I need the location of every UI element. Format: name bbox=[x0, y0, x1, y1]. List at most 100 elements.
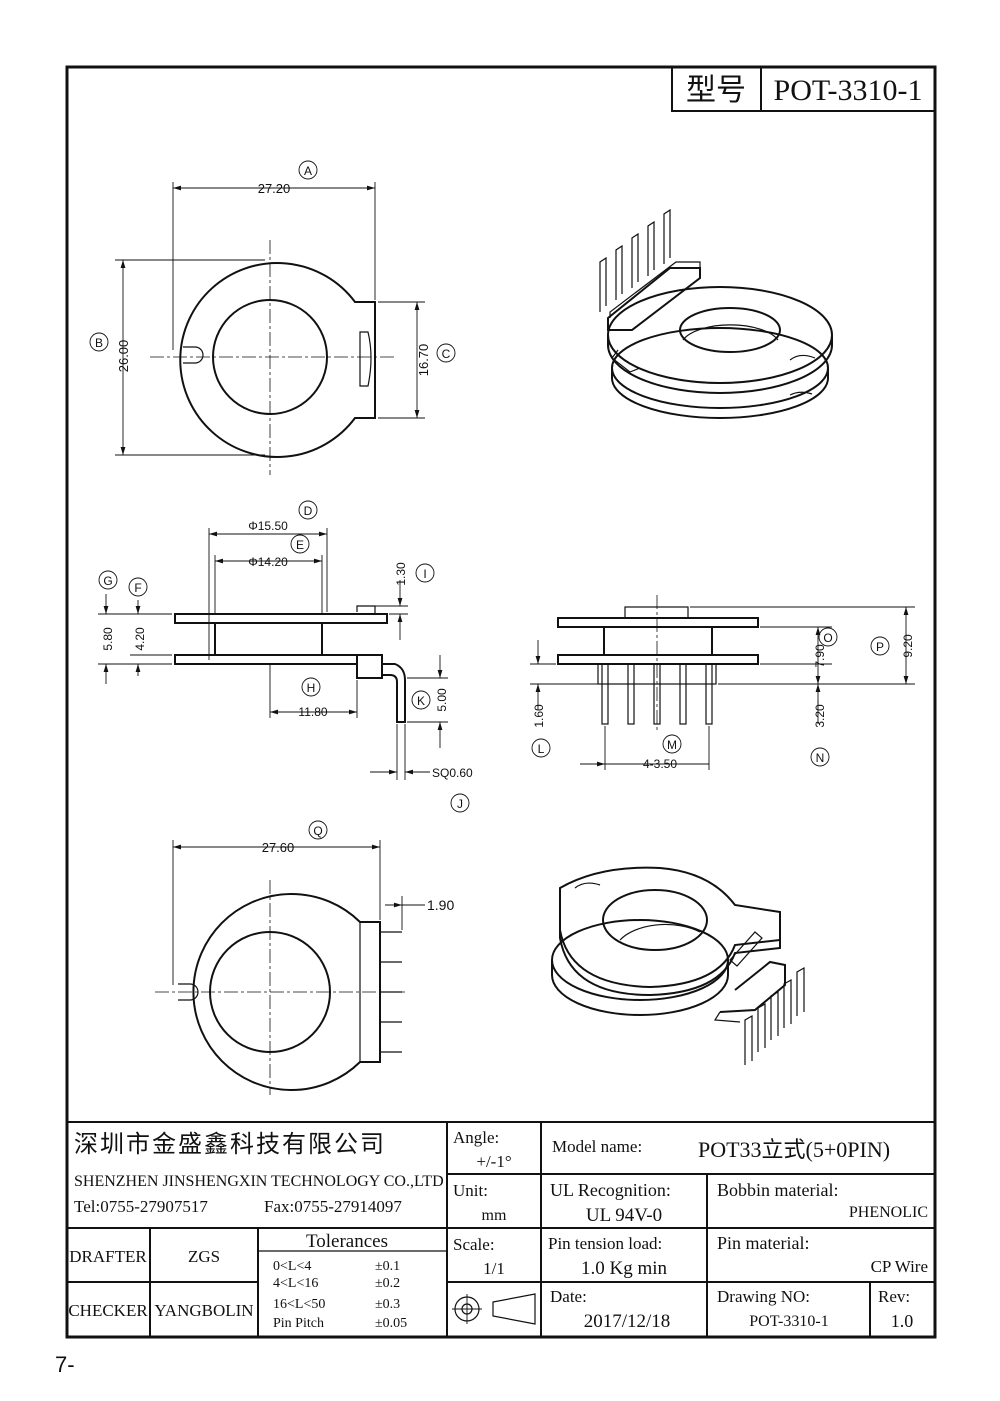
dim-j-value: SQ0.60 bbox=[432, 766, 473, 780]
callout-c: C bbox=[442, 347, 451, 361]
ul-value: UL 94V-0 bbox=[586, 1205, 662, 1226]
company-name-cn: 深圳市金盛鑫科技有限公司 bbox=[74, 1131, 386, 1158]
rev-label: Rev: bbox=[878, 1287, 910, 1306]
drawing-no-label: Drawing NO: bbox=[717, 1287, 810, 1306]
model-header: 型号 POT-3310-1 bbox=[671, 66, 936, 112]
dim-e-value: Φ14.20 bbox=[248, 555, 288, 569]
drawing-no-value: POT-3310-1 bbox=[749, 1313, 828, 1330]
company-name-en: SHENZHEN JINSHENGXIN TECHNOLOGY CO.,LTD bbox=[74, 1173, 444, 1190]
ul-label: UL Recognition: bbox=[550, 1180, 671, 1200]
header-model: POT-3310-1 bbox=[774, 74, 923, 107]
callout-b-balloon bbox=[89, 332, 109, 352]
callout-i-balloon bbox=[415, 563, 435, 583]
sheet-border bbox=[65, 65, 937, 1339]
callout-h: H bbox=[307, 681, 316, 695]
callout-e: E bbox=[296, 538, 304, 552]
dim-d-value: Φ15.50 bbox=[248, 519, 288, 533]
callout-p-balloon bbox=[870, 636, 890, 656]
date-value: 2017/12/18 bbox=[584, 1311, 671, 1332]
scale-value: 1/1 bbox=[483, 1259, 505, 1278]
callout-j: J bbox=[457, 797, 463, 811]
pin-material-value: CP Wire bbox=[871, 1257, 928, 1276]
tol-range-1: 0<L<4 bbox=[273, 1259, 311, 1274]
dim-q-value: 27.60 bbox=[262, 840, 295, 855]
callout-q-balloon bbox=[308, 820, 328, 840]
company-fax: Fax:0755-27914097 bbox=[264, 1197, 402, 1216]
callout-o: O bbox=[823, 631, 832, 645]
dim-c-value: 16.70 bbox=[416, 344, 431, 377]
title-block: 深圳市金盛鑫科技有限公司 SHENZHEN JINSHENGXIN TECHNO… bbox=[67, 1121, 935, 1337]
callout-l-balloon bbox=[531, 738, 551, 758]
callout-g: G bbox=[103, 574, 112, 588]
bottom-view: 27.60 Q 1.90 bbox=[155, 820, 454, 1095]
dim-i-value: 1.30 bbox=[394, 562, 408, 586]
drafter-label: DRAFTER bbox=[69, 1247, 147, 1266]
tol-range-3: 16<L<50 bbox=[273, 1297, 325, 1312]
callout-f-balloon bbox=[128, 577, 148, 597]
callout-h-balloon bbox=[301, 677, 321, 697]
callout-a: A bbox=[304, 164, 312, 178]
unit-value: mm bbox=[482, 1207, 507, 1224]
callout-n-balloon bbox=[810, 747, 830, 767]
callout-j-balloon bbox=[450, 793, 470, 813]
scale-label: Scale: bbox=[453, 1235, 495, 1254]
tol-range-4: Pin Pitch bbox=[273, 1316, 324, 1331]
dim-p-value: 9.20 bbox=[901, 634, 915, 658]
checker-label: CHECKER bbox=[68, 1301, 148, 1320]
angle-value: +/-1° bbox=[476, 1152, 511, 1171]
tolerances-label: Tolerances bbox=[306, 1231, 388, 1252]
iso-view-bottom bbox=[551, 866, 805, 1065]
checker-name: YANGBOLIN bbox=[154, 1301, 253, 1320]
dim-l-value: 1.60 bbox=[532, 704, 546, 728]
dim-a-value: 27.20 bbox=[258, 181, 291, 196]
callout-c-balloon bbox=[436, 343, 456, 363]
callout-n: N bbox=[816, 751, 825, 765]
callout-k: K bbox=[417, 694, 425, 708]
dim-m-value: 4-3.50 bbox=[643, 757, 677, 771]
model-name-value: POT33立式(5+0PIN) bbox=[698, 1137, 890, 1162]
callout-i: I bbox=[423, 567, 426, 581]
pin-tension-value: 1.0 Kg min bbox=[581, 1258, 668, 1279]
tol-value-1: ±0.1 bbox=[375, 1259, 400, 1274]
dim-k-value: 5.00 bbox=[435, 688, 449, 712]
dim-h-value: 11.80 bbox=[298, 705, 327, 719]
pin-material-label: Pin material: bbox=[717, 1233, 809, 1253]
callout-q: Q bbox=[313, 824, 322, 838]
callout-d: D bbox=[304, 504, 313, 518]
callout-p: P bbox=[876, 640, 884, 654]
dim-n-value: 3.20 bbox=[813, 704, 827, 728]
projection-symbol-icon bbox=[452, 1293, 536, 1325]
callout-m-balloon bbox=[662, 734, 682, 754]
tol-value-2: ±0.2 bbox=[375, 1276, 400, 1291]
date-label: Date: bbox=[550, 1287, 587, 1306]
callout-e-balloon bbox=[290, 534, 310, 554]
callout-a-balloon bbox=[298, 160, 318, 180]
bobbin-material-value: PHENOLIC bbox=[849, 1204, 928, 1221]
tol-value-4: ±0.05 bbox=[375, 1316, 407, 1331]
callout-m: M bbox=[667, 738, 677, 752]
model-name-label: Model name: bbox=[552, 1137, 642, 1156]
tol-value-3: ±0.3 bbox=[375, 1297, 400, 1312]
top-view: 27.20 A 26.00 B 16.70 C bbox=[89, 160, 456, 475]
callout-o-balloon bbox=[818, 627, 838, 647]
iso-view-top bbox=[599, 208, 833, 419]
page-number: 7- bbox=[55, 1352, 75, 1377]
company-tel: Tel:0755-27907517 bbox=[74, 1197, 208, 1216]
callout-d-balloon bbox=[298, 500, 318, 520]
dim-o-value: 7.90 bbox=[813, 644, 827, 668]
drafter-name: ZGS bbox=[188, 1247, 220, 1266]
callout-g-balloon bbox=[98, 570, 118, 590]
callout-l: L bbox=[538, 742, 545, 756]
unit-label: Unit: bbox=[453, 1181, 488, 1200]
side-view: Φ15.50 D Φ14.20 E 1.30 I 5.80 4.20 G F bbox=[98, 500, 473, 813]
header-label: 型号 bbox=[686, 74, 746, 107]
pin-tension-label: Pin tension load: bbox=[548, 1234, 662, 1253]
dim-f-value: 4.20 bbox=[133, 627, 147, 651]
angle-label: Angle: bbox=[453, 1128, 499, 1147]
front-view: 7.90 9.20 3.20 O P N 1.60 L 4-3.50 M bbox=[530, 595, 915, 771]
callout-b: B bbox=[95, 336, 103, 350]
rev-value: 1.0 bbox=[891, 1311, 914, 1331]
bobbin-material-label: Bobbin material: bbox=[717, 1180, 838, 1200]
tol-range-2: 4<L<16 bbox=[273, 1276, 318, 1291]
